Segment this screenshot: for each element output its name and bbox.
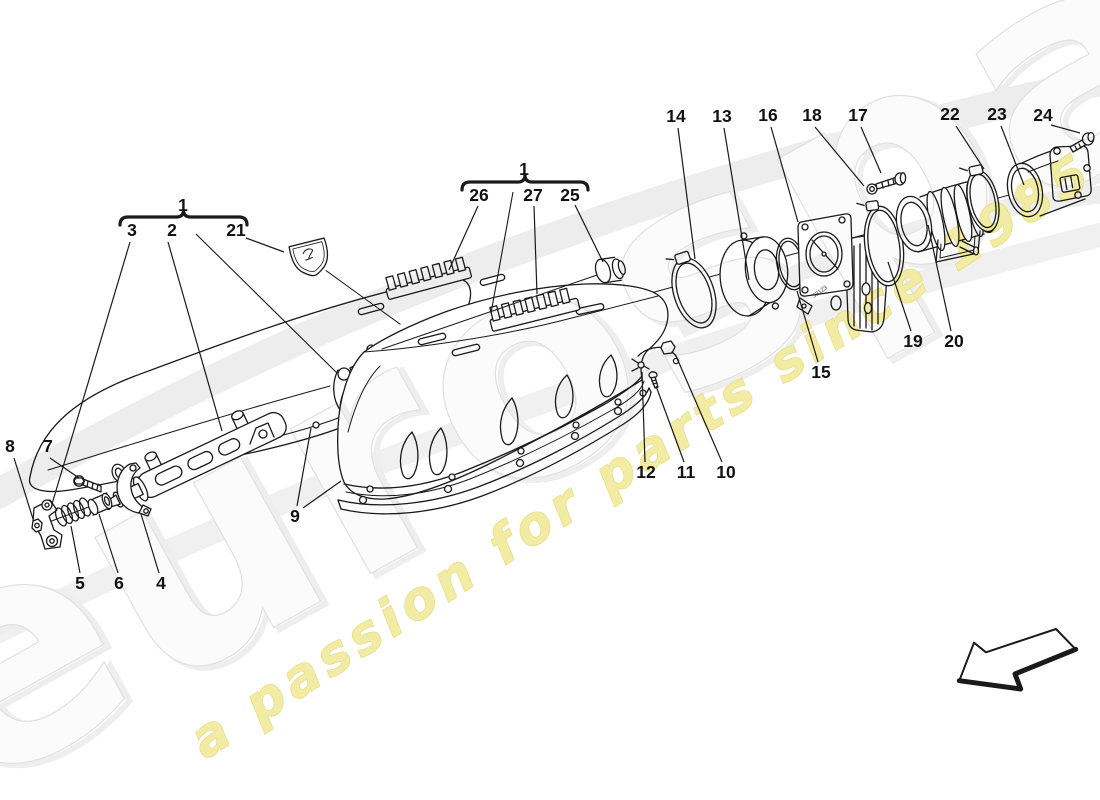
- leader-line: [771, 127, 798, 222]
- callout-6: 6: [114, 573, 124, 593]
- callout-25: 25: [560, 185, 580, 205]
- callout-15: 15: [811, 362, 831, 382]
- leader-line: [797, 291, 818, 362]
- callout-16: 16: [758, 105, 778, 125]
- leader-line: [861, 127, 881, 173]
- callout-1: 1: [178, 195, 188, 215]
- leader-line: [642, 372, 645, 462]
- callout-26: 26: [469, 185, 489, 205]
- callout-7: 7: [43, 436, 53, 456]
- leader-line: [99, 514, 118, 573]
- callout-3: 3: [127, 220, 137, 240]
- leader-line: [491, 192, 513, 313]
- leader-line: [449, 206, 478, 270]
- leader-line: [534, 206, 537, 294]
- leader-line: [297, 428, 311, 506]
- leader-line: [928, 225, 951, 331]
- callout-24: 24: [1033, 105, 1053, 125]
- leader-line: [196, 234, 337, 373]
- callout-14: 14: [666, 106, 686, 126]
- callout-21: 21: [226, 220, 246, 240]
- leader-line: [303, 481, 341, 508]
- leader-line: [815, 127, 864, 186]
- leader-line: [1051, 125, 1080, 133]
- callout-4: 4: [156, 573, 166, 593]
- leader-line: [141, 514, 159, 573]
- callout-5: 5: [75, 573, 85, 593]
- callout-9: 9: [290, 506, 300, 526]
- callout-27: 27: [523, 185, 543, 205]
- callout-22: 22: [940, 104, 960, 124]
- leader-line: [724, 128, 749, 280]
- leader-line: [678, 128, 695, 259]
- leader-line: [656, 386, 684, 462]
- leader-line: [888, 262, 911, 331]
- leader-line: [676, 356, 722, 462]
- callout-1: 1: [519, 159, 529, 179]
- callout-11: 11: [676, 462, 696, 482]
- callout-12: 12: [636, 462, 656, 482]
- callout-2: 2: [167, 220, 177, 240]
- leader-line: [168, 242, 222, 431]
- callout-13: 13: [712, 106, 732, 126]
- callout-8: 8: [5, 436, 15, 456]
- leader-line: [575, 205, 603, 262]
- leader-line: [52, 242, 130, 504]
- leader-line: [14, 458, 33, 519]
- leader-line: [1001, 126, 1024, 185]
- leader-line: [956, 126, 984, 169]
- callout-23: 23: [987, 104, 1007, 124]
- callout-19: 19: [903, 331, 923, 351]
- callout-17: 17: [848, 105, 868, 125]
- callout-18: 18: [802, 105, 822, 125]
- leader-line: [71, 526, 80, 573]
- callout-20: 20: [944, 331, 964, 351]
- callout-10: 10: [716, 462, 736, 482]
